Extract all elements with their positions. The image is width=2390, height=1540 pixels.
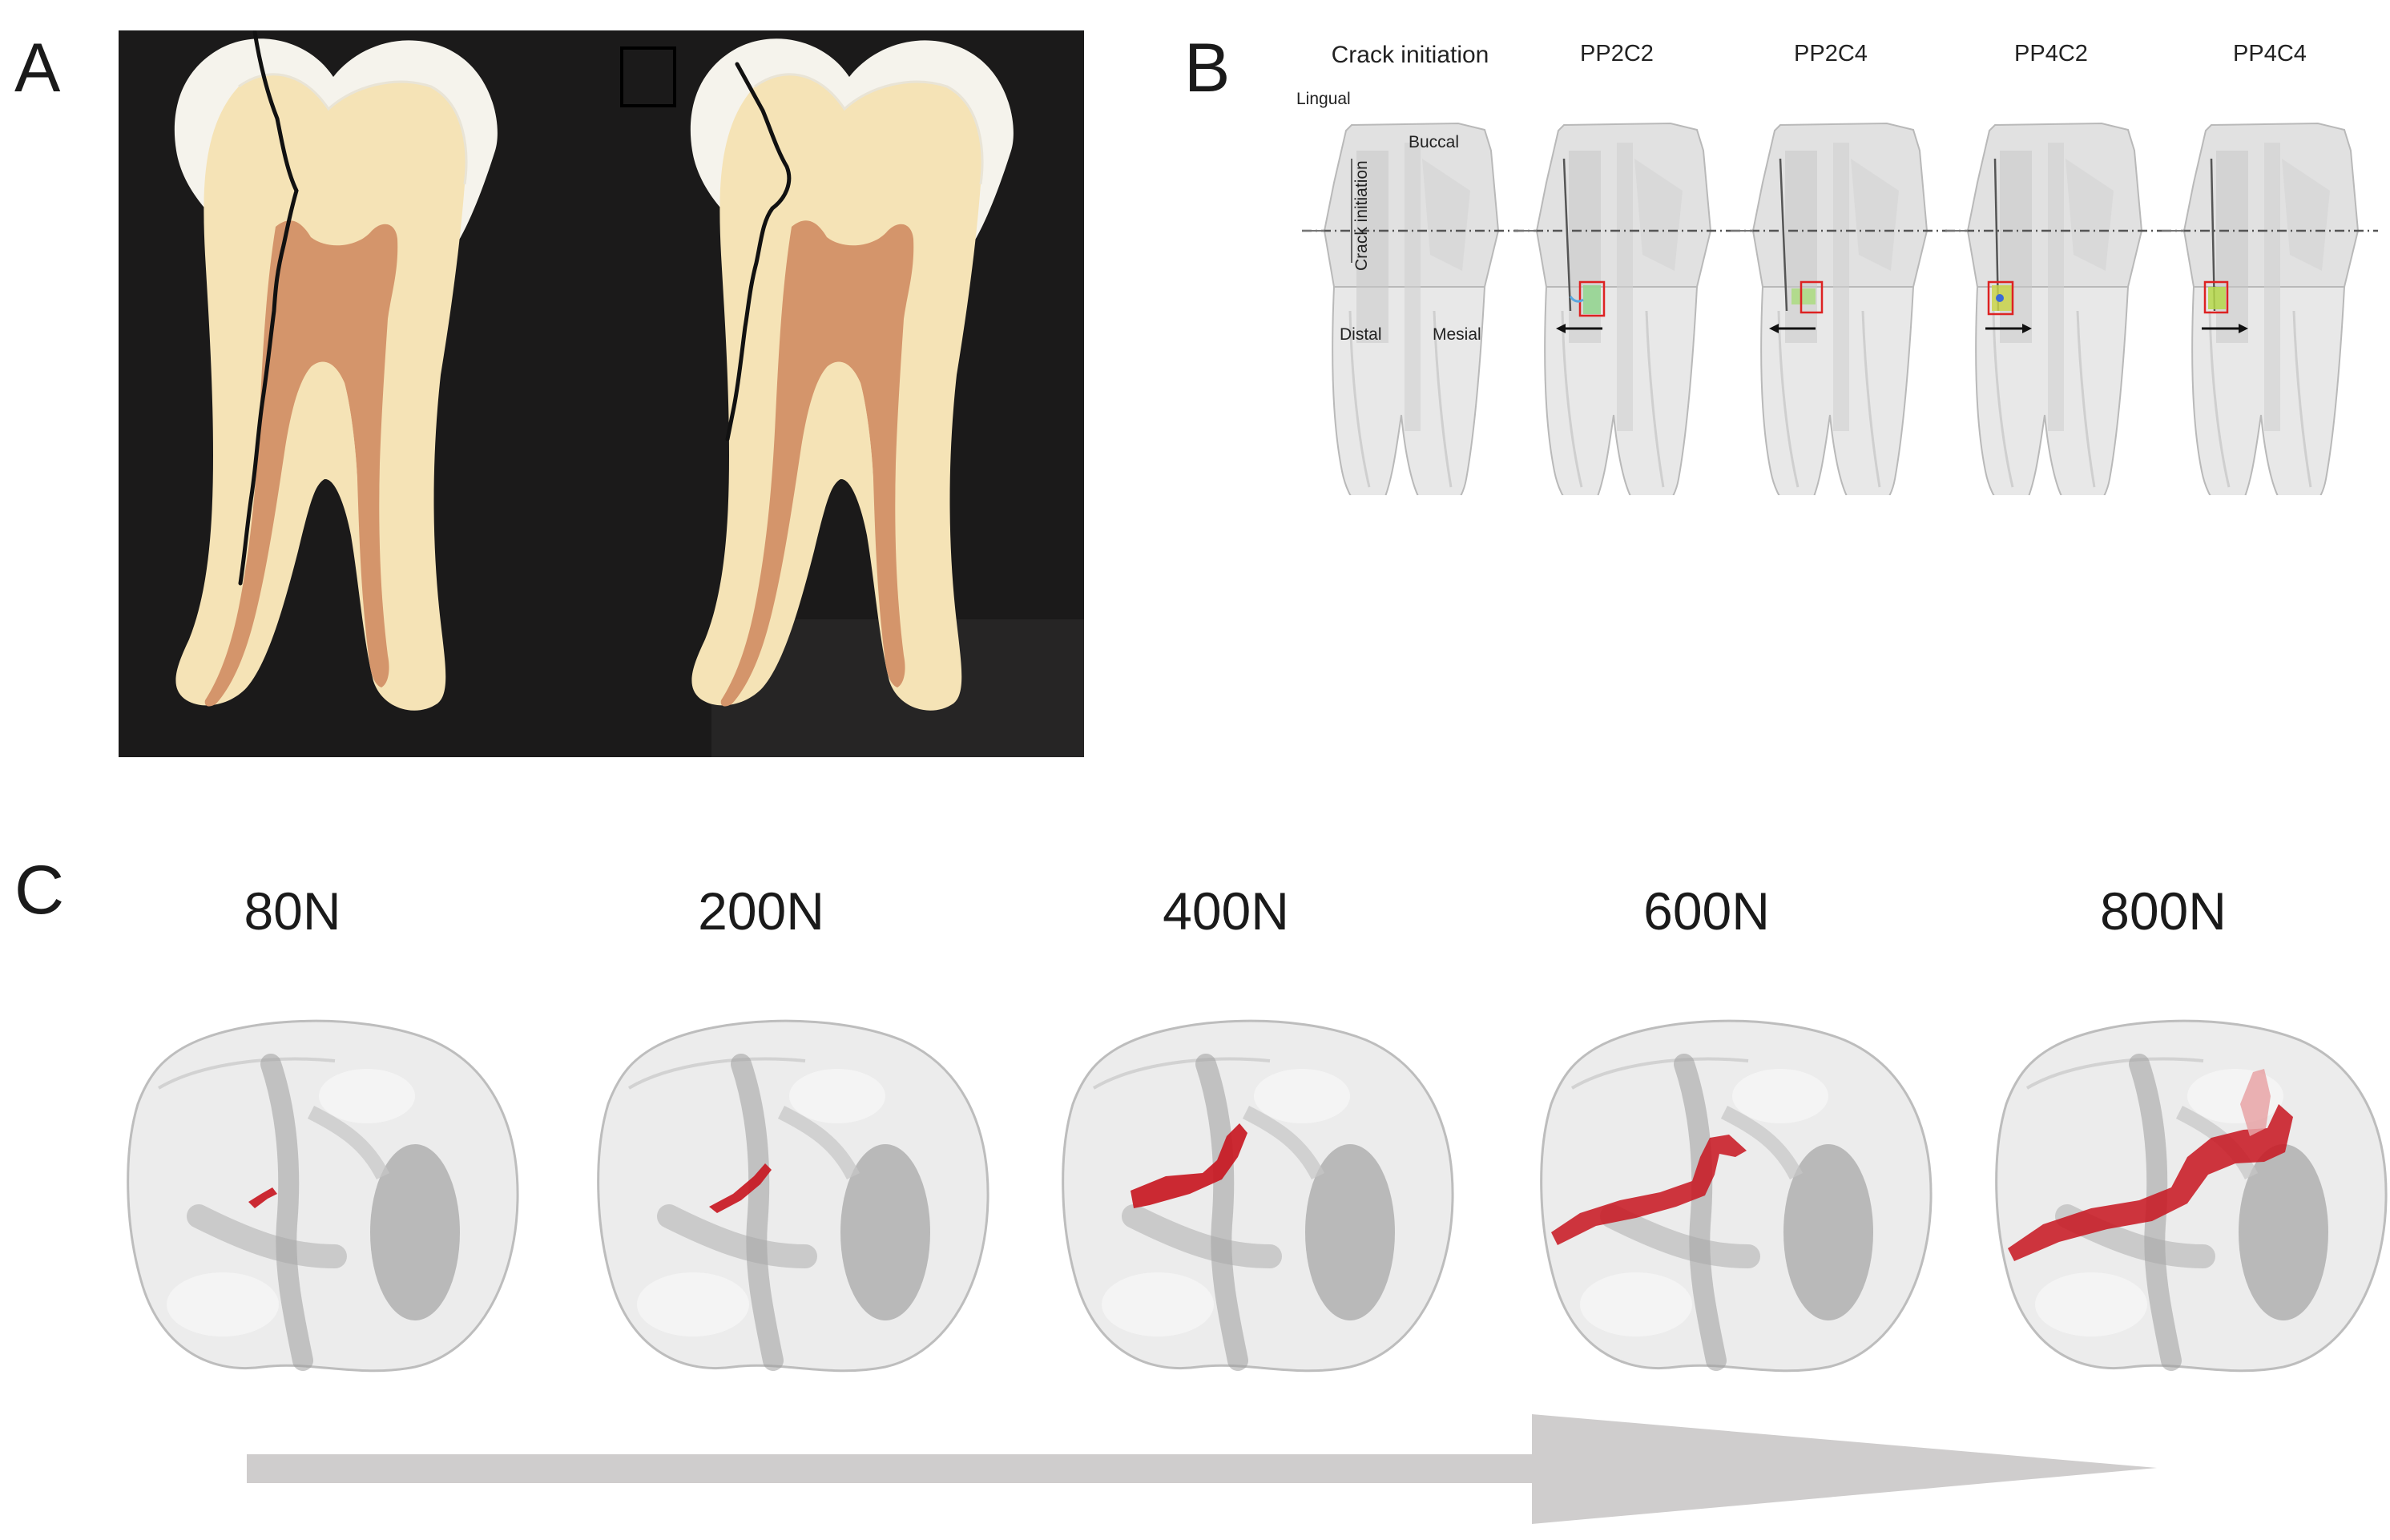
fe-model-crack-initiation <box>1300 122 1520 495</box>
fe-model-pp2c2 <box>1513 122 1732 495</box>
crack-line-right <box>725 62 792 441</box>
molar-left <box>173 30 499 712</box>
crack-region-400n <box>1131 1123 1247 1208</box>
crack-line-left <box>238 30 299 586</box>
load-label-80n: 80N <box>244 881 341 941</box>
orient-buccal: Buccal <box>1409 133 1459 151</box>
occlusal-model-800n <box>1997 1021 2386 1371</box>
orient-distal: Distal <box>1340 325 1382 344</box>
crack-region-80n <box>248 1187 277 1208</box>
orient-lingual: Lingual <box>1296 90 1351 108</box>
load-label-400n: 400N <box>1163 881 1289 941</box>
occlusal-model-200n <box>599 1021 988 1371</box>
col-title-pp2c2: PP2C2 <box>1580 41 1654 67</box>
panel-b-models: Crack initiation PP2C2 PP2C4 PP4C2 PP4C4… <box>1296 41 2380 495</box>
load-label-800n: 800N <box>2100 881 2227 941</box>
col-title-pp4c4: PP4C4 <box>2233 41 2307 67</box>
occlusal-model-600n <box>1542 1021 1931 1371</box>
occlusal-model-400n <box>1063 1021 1453 1371</box>
col-title-crack-initiation: Crack initiation <box>1332 42 1489 68</box>
col-title-pp2c4: PP2C4 <box>1794 41 1868 67</box>
panel-letter-b: B <box>1184 30 1231 107</box>
crack-region-800n <box>2008 1104 2293 1261</box>
load-label-600n: 600N <box>1643 881 1770 941</box>
panel-a-illustration <box>119 30 1084 757</box>
orient-vertical-crack-initiation: Crack initiation <box>1352 160 1371 271</box>
molar-right <box>689 37 1015 712</box>
crack-region-200n <box>709 1163 772 1213</box>
fe-model-pp2c4 <box>1729 122 1949 495</box>
panel-letter-a: A <box>14 30 61 107</box>
orient-mesial: Mesial <box>1433 325 1481 344</box>
crack-region-600n <box>1551 1135 1747 1245</box>
col-title-pp4c2: PP4C2 <box>2014 41 2088 67</box>
occlusal-model-80n <box>128 1021 518 1371</box>
load-label-200n: 200N <box>698 881 824 941</box>
fe-model-pp4c4 <box>2160 122 2380 495</box>
load-increase-arrow <box>247 1414 2157 1524</box>
panel-letter-c: C <box>14 852 65 929</box>
fe-model-pp4c2 <box>1944 122 2163 495</box>
panel-c-load-sequence: 80N 200N 400N 600N 800N <box>0 881 2390 1524</box>
